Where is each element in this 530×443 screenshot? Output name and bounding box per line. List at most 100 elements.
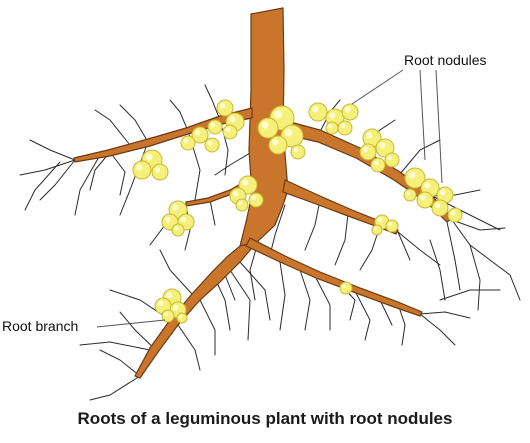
nodule-highlight xyxy=(439,189,446,196)
root-hair xyxy=(199,299,216,356)
lower-root xyxy=(134,240,259,379)
root-nodule xyxy=(151,163,169,181)
nodule-highlight xyxy=(284,128,293,137)
nodule-highlight xyxy=(388,222,393,227)
root-hair xyxy=(397,303,406,346)
root-nodule xyxy=(171,223,185,237)
root-hair xyxy=(334,213,349,266)
root-hair xyxy=(89,151,111,191)
root-hair xyxy=(29,139,76,161)
nodule-highlight xyxy=(219,102,226,109)
nodule-highlight xyxy=(251,195,257,201)
nodule-highlight xyxy=(274,110,283,119)
root-nodule xyxy=(235,198,249,212)
root-hair xyxy=(379,299,393,326)
nodule-highlight xyxy=(366,132,373,139)
root-hair xyxy=(209,199,216,226)
root-nodules xyxy=(132,99,463,324)
root-hair xyxy=(269,204,286,256)
nodule-highlight xyxy=(261,121,269,129)
root-hair xyxy=(184,203,191,251)
nodule-highlight xyxy=(154,166,161,173)
left-lateral-root xyxy=(73,107,253,163)
nodule-highlight xyxy=(166,292,173,299)
root-hair xyxy=(204,84,221,121)
root-nodule xyxy=(308,102,328,122)
root-hair xyxy=(397,231,411,261)
root-hair xyxy=(39,159,76,201)
root-nodule xyxy=(385,219,399,233)
root-hair xyxy=(99,349,141,377)
nodule-highlight xyxy=(424,182,431,189)
nodule-highlight xyxy=(136,164,143,171)
root-hair xyxy=(79,341,151,351)
nodule-highlight xyxy=(329,112,336,119)
lower-right-root xyxy=(245,237,423,317)
root-hair xyxy=(24,161,61,211)
root-nodule xyxy=(416,191,434,209)
nodule-highlight xyxy=(328,124,333,129)
root-nodule xyxy=(325,121,339,135)
nodule-highlight xyxy=(379,142,386,149)
nodule-highlight xyxy=(312,106,319,113)
nodule-highlight xyxy=(145,153,153,161)
root-hair xyxy=(489,259,521,301)
root-nodule xyxy=(371,224,383,236)
nodule-highlight xyxy=(450,210,456,216)
root-hair xyxy=(109,151,126,196)
root-hair xyxy=(419,313,456,346)
root-nodule xyxy=(268,135,288,155)
root-nodule xyxy=(207,119,223,135)
mid-right-root xyxy=(282,179,399,235)
root-hair xyxy=(315,277,331,331)
root-nodule xyxy=(370,157,386,173)
nodule-highlight xyxy=(232,190,239,197)
root-hair xyxy=(219,119,229,176)
nodule-highlight xyxy=(340,123,346,129)
nodule-highlight xyxy=(210,122,216,128)
nodule-highlight xyxy=(293,147,299,153)
nodule-highlight xyxy=(419,194,426,201)
nodule-highlight xyxy=(172,304,179,311)
nodule-highlight xyxy=(238,201,243,206)
nodule-highlight xyxy=(225,127,231,133)
root-hair xyxy=(19,159,76,176)
root-hair xyxy=(299,269,311,331)
root-hair xyxy=(446,221,461,291)
root-nodules-label: Root nodules xyxy=(404,52,487,68)
root-hair xyxy=(279,261,286,331)
nodule-highlight xyxy=(172,204,179,211)
nodule-highlight xyxy=(408,171,416,179)
root-nodule xyxy=(403,188,417,202)
root-nodule xyxy=(290,144,306,160)
nodule-highlight xyxy=(242,179,249,186)
nodule-highlight xyxy=(434,202,441,209)
root-hair xyxy=(397,231,441,266)
nodule-highlight xyxy=(164,312,169,317)
branch-leader-line xyxy=(96,319,166,328)
nodule-highlight xyxy=(183,138,189,144)
root-hair xyxy=(229,269,251,341)
root-nodule xyxy=(257,117,279,139)
nodule-highlight xyxy=(387,155,393,161)
root-nodule xyxy=(359,143,377,161)
diagram-caption: Roots of a leguminous plant with root no… xyxy=(77,409,453,428)
root-hair xyxy=(429,239,446,301)
root-hair xyxy=(177,324,201,371)
root-hair xyxy=(94,109,131,146)
root-hair xyxy=(355,292,371,341)
root-hair xyxy=(89,375,141,401)
nodule-highlight xyxy=(272,139,279,146)
nodule-highlight xyxy=(344,106,351,113)
nodule-highlight xyxy=(229,116,236,123)
root-hair xyxy=(119,104,149,143)
root-hair xyxy=(169,99,189,132)
root-hair xyxy=(304,199,321,251)
nodule-highlight xyxy=(342,284,347,289)
nodule-highlight xyxy=(377,217,383,223)
root-hair xyxy=(239,261,271,321)
root-nodule xyxy=(384,152,400,168)
root-hair xyxy=(399,139,441,175)
nodule-highlight xyxy=(164,216,171,223)
